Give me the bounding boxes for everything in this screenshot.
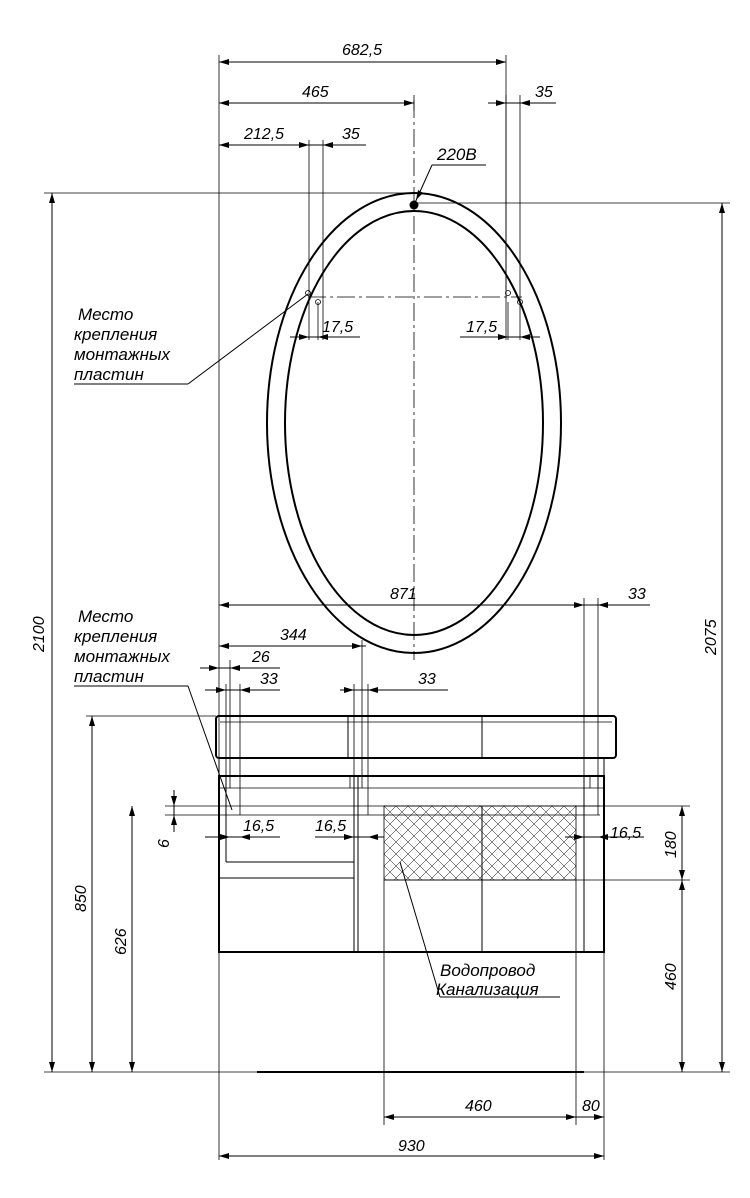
utilities-note-line-1: Водопровод bbox=[440, 961, 535, 980]
mirror-mount-note-line-3: монтажных bbox=[74, 345, 170, 364]
cabinet-mount-note-line-3: монтажных bbox=[74, 647, 170, 666]
dim-17-5-right: 17,5 bbox=[466, 319, 497, 336]
dim-850: 850 bbox=[73, 885, 90, 912]
dim-460-horizontal: 460 bbox=[465, 1098, 492, 1115]
dim-26: 26 bbox=[251, 649, 270, 666]
cabinet-mount-note: Место крепления монтажных пластин bbox=[74, 607, 233, 811]
mount-hole-1 bbox=[305, 290, 311, 296]
bottom-dimensions bbox=[219, 880, 605, 1160]
mirror-extension-lines bbox=[44, 55, 730, 1160]
power-label: 220В bbox=[413, 145, 486, 206]
mirror-mount-note-line-1: Место bbox=[78, 305, 133, 324]
dim-465: 465 bbox=[302, 84, 329, 101]
power-label-text: 220В bbox=[436, 145, 477, 164]
dim-16-5-right: 16,5 bbox=[610, 825, 641, 842]
dim-460-vertical: 460 bbox=[663, 963, 680, 990]
dim-16-5-left: 16,5 bbox=[243, 818, 274, 835]
cabinet-body bbox=[218, 775, 605, 953]
dim-80: 80 bbox=[582, 1098, 600, 1115]
dim-180: 180 bbox=[663, 831, 680, 858]
utility-zone-hatch bbox=[384, 806, 576, 880]
cabinet bbox=[215, 715, 617, 1073]
dim-33-top-right: 33 bbox=[628, 586, 646, 603]
dim-35-left: 35 bbox=[342, 126, 360, 143]
dim-2075: 2075 bbox=[703, 619, 720, 656]
cabinet-mount-note-line-1: Место bbox=[78, 607, 133, 626]
dim-16-5-mid: 16,5 bbox=[315, 818, 346, 835]
utilities-note: Водопровод Канализация bbox=[399, 861, 560, 999]
dim-626: 626 bbox=[113, 928, 130, 955]
cabinet-mount-note-line-2: крепления bbox=[74, 627, 157, 646]
cabinet-mount-note-line-4: пластин bbox=[74, 667, 145, 686]
dim-2100: 2100 bbox=[31, 616, 48, 653]
utility-zone bbox=[383, 805, 577, 881]
right-vertical-dimensions bbox=[384, 203, 730, 1073]
dim-35-right: 35 bbox=[535, 84, 553, 101]
cabinet-dimensions bbox=[165, 598, 650, 840]
dim-344: 344 bbox=[280, 627, 307, 644]
dim-930: 930 bbox=[398, 1138, 425, 1155]
utilities-note-line-2: Канализация bbox=[436, 980, 539, 999]
mirror bbox=[266, 100, 562, 660]
dim-6: 6 bbox=[156, 839, 173, 848]
mirror-mount-note-line-4: пластин bbox=[74, 365, 145, 384]
dim-33-mid: 33 bbox=[418, 671, 436, 688]
dim-871: 871 bbox=[390, 586, 417, 603]
top-dimensions bbox=[219, 59, 556, 340]
mirror-mount-note-line-2: крепления bbox=[74, 325, 157, 344]
mount-hole-3 bbox=[505, 290, 511, 296]
dim-212-5: 212,5 bbox=[243, 126, 284, 143]
dim-682-5: 682,5 bbox=[342, 42, 382, 59]
cabinet-countertop bbox=[215, 715, 617, 759]
dim-33-left: 33 bbox=[260, 671, 278, 688]
left-vertical-dimensions bbox=[44, 193, 257, 1073]
dim-17-5-left: 17,5 bbox=[322, 319, 353, 336]
mirror-mount-note: Место крепления монтажных пластин bbox=[74, 293, 309, 385]
